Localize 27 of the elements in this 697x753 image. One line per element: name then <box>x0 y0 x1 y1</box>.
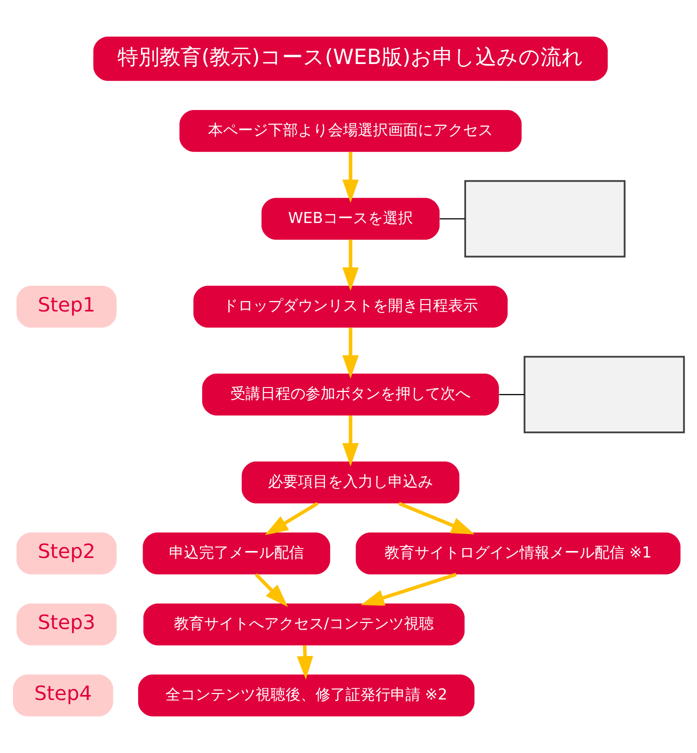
arrow <box>342 328 359 379</box>
node-box: 受講日程の参加ボタンを押して次へ <box>202 374 499 416</box>
connector <box>499 394 524 396</box>
node-box: 教育サイトへアクセス/コンテンツ視聴 <box>143 603 465 646</box>
node-box: 全コンテンツ視聴後、修了証発行申請 ※2 <box>138 674 474 716</box>
node-box: 必要項目を入力し申込み <box>242 461 460 504</box>
arrow <box>398 502 475 534</box>
arrow <box>296 645 314 680</box>
node-box: Step4 <box>13 674 114 716</box>
node-box: WEBコースを選択 <box>262 198 440 240</box>
node-box: 教育サイトログイン情報メール配信 ※1 <box>356 532 680 574</box>
arrow <box>342 416 359 466</box>
arrow <box>360 572 457 606</box>
node-box: 本ページ下部より会場選択画面にアクセス <box>179 110 522 152</box>
node-box: Step3 <box>16 603 117 646</box>
node-box: Step1 <box>16 286 117 328</box>
node-box <box>464 180 626 258</box>
arrow <box>264 502 318 536</box>
arrow <box>342 240 359 291</box>
arrow <box>254 573 288 607</box>
node-box: ドロップダウンリストを開き日程表示 <box>193 286 508 328</box>
node-box <box>524 356 685 434</box>
node-box: 申込完了メール配信 <box>142 532 330 574</box>
node-box: Step2 <box>16 532 117 574</box>
connector <box>440 218 465 220</box>
arrow <box>342 152 359 203</box>
diagram-title: 特別教育(教示)コース(WEB版)お申し込みの流れ <box>118 44 584 69</box>
